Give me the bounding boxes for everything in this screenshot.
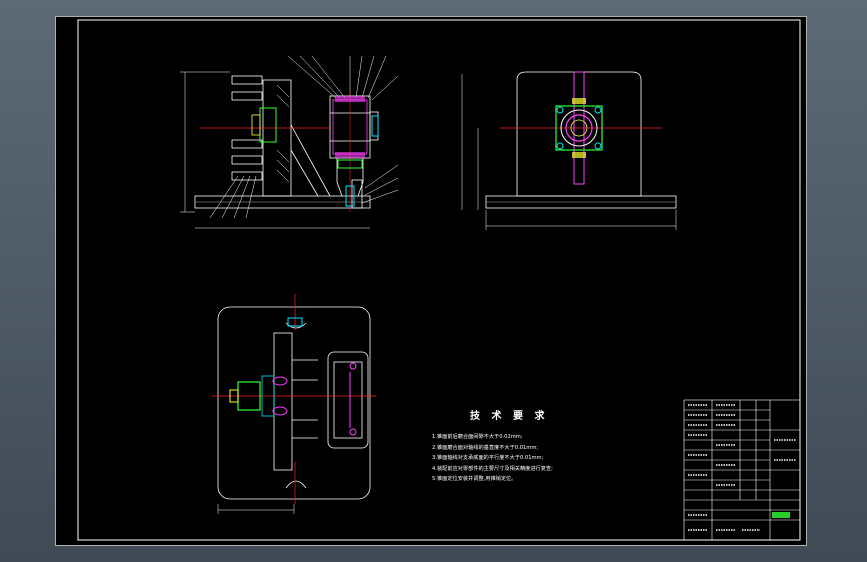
- side-view-rib: [290, 124, 331, 197]
- side-view-column: [262, 79, 292, 197]
- technical-requirement-item: 2.锥面磨合面对轴线的垂直度不大于0.01mm;: [432, 444, 539, 451]
- technical-requirement-item: 4.装配前应对零部件的主要尺寸及相关精度进行复查;: [432, 465, 553, 472]
- top-view-bearing-block: [327, 351, 369, 449]
- front-view: [461, 71, 677, 230]
- top-view-column: [273, 332, 293, 471]
- technical-requirements-list: 1.锥面前后磨合面间隙不大于0.02mm; 2.锥面磨合面对轴线的垂直度不大于0…: [432, 432, 553, 485]
- side-view-color-details: [200, 90, 379, 212]
- title-block-logo: [772, 512, 790, 518]
- front-view-color-details: [500, 71, 662, 185]
- top-view-color-details: [212, 294, 376, 504]
- side-view: [180, 55, 399, 229]
- drawing-sheet: [55, 16, 807, 546]
- technical-requirements-title: 技 术 要 求: [470, 411, 549, 422]
- sheet-inner-frame: [77, 19, 801, 541]
- technical-requirement-item: 3.锥面轴线对支承底面的平行度不大于0.01mm;: [432, 455, 544, 462]
- technical-requirement-item: 1.锥面前后磨合面间隙不大于0.02mm;: [432, 434, 523, 440]
- technical-requirement-item: 5.锥面定位安装并调整,用锥销定位。: [432, 476, 517, 483]
- front-view-body: [516, 71, 642, 197]
- title-block: [683, 399, 801, 541]
- title-block-scribbles: [688, 404, 796, 531]
- side-view-bolts: [231, 75, 263, 181]
- top-view-outline: [217, 306, 371, 500]
